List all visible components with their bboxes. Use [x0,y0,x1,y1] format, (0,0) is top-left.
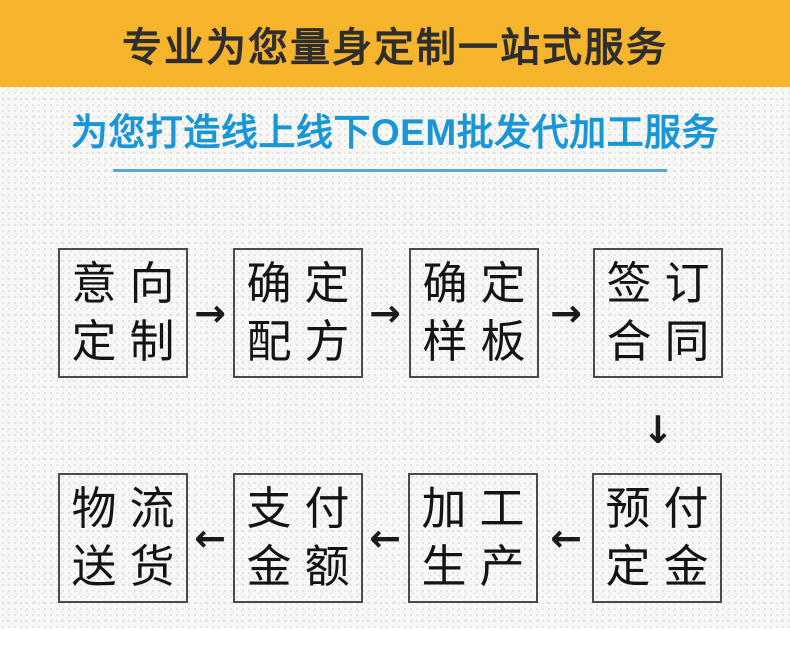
step-processing-production: 加工 生产 [408,473,538,603]
step-line: 金额 [246,541,363,592]
step-line: 配方 [246,316,363,367]
banner-title: 专业为您量身定制一站式服务 [122,25,668,70]
step-line: 确定 [246,258,363,309]
step-line: 意向 [71,258,188,309]
step-line: 支付 [246,483,363,534]
banner: 专业为您量身定制一站式服务 [0,0,790,87]
step-line: 生产 [421,541,538,592]
subtitle-underline [113,169,667,172]
step-line: 定金 [605,541,722,592]
arrow-right-icon: → [369,291,401,335]
arrow-down-icon: ↓ [642,408,674,452]
step-intent-custom: 意向 定制 [58,248,188,378]
subtitle-text: 为您打造线上线下OEM批发代加工服务 [70,112,720,153]
arrow-right-icon: → [550,291,582,335]
step-line: 物流 [71,483,188,534]
step-sign-contract: 签订 合同 [593,248,723,378]
bottom-white-strip [0,628,790,648]
step-advance-deposit: 预付 定金 [592,473,722,603]
step-confirm-formula: 确定 配方 [233,248,363,378]
step-logistics-delivery: 物流 送货 [58,473,188,603]
step-confirm-sample: 确定 样板 [409,248,539,378]
arrow-left-icon: ← [369,516,401,560]
step-line: 定制 [71,316,188,367]
step-pay-amount: 支付 金额 [233,473,363,603]
step-line: 送货 [71,541,188,592]
step-line: 样板 [422,316,539,367]
step-line: 确定 [422,258,539,309]
arrow-right-icon: → [194,291,226,335]
step-line: 预付 [605,483,722,534]
arrow-left-icon: ← [550,516,582,560]
arrow-left-icon: ← [194,516,226,560]
step-line: 加工 [421,483,538,534]
subtitle: 为您打造线上线下OEM批发代加工服务 [0,110,790,156]
step-line: 签订 [606,258,723,309]
step-line: 合同 [606,316,723,367]
